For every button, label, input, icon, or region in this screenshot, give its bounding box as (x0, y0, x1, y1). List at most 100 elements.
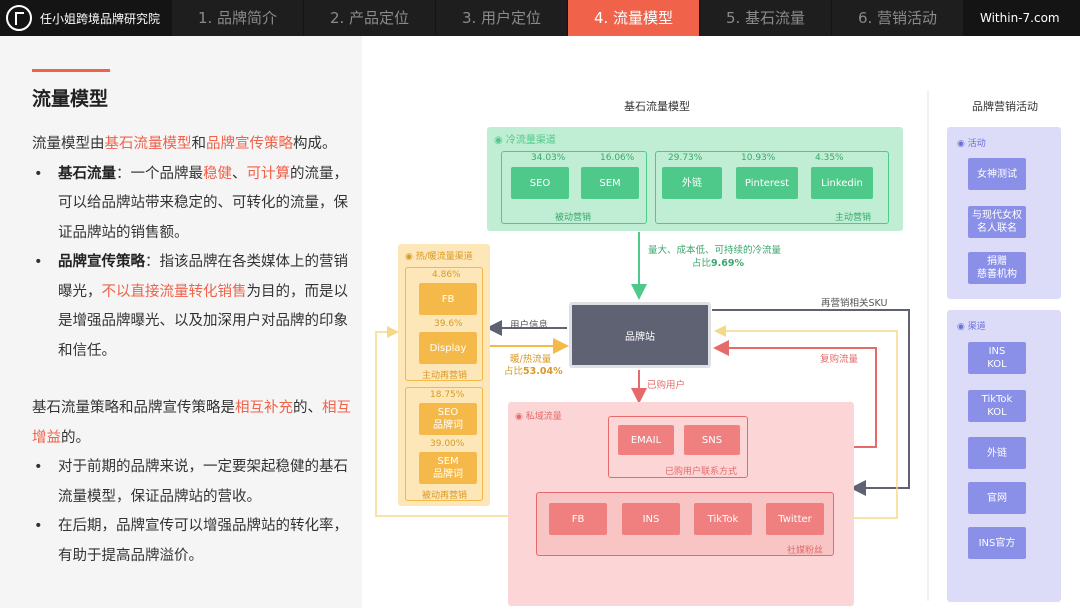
email-node: EMAIL (618, 425, 674, 455)
private-traffic-label: ◉ 私域流量 (515, 409, 562, 422)
target-icon: ◉ (515, 412, 526, 422)
bullet-early-stage: 对于前期的品牌来说，一定要架起稳健的基石流量模型，保证品牌站的营收。 (32, 453, 354, 512)
tab-product-positioning[interactable]: 2. 产品定位 (304, 0, 436, 36)
hot-traffic-label-text: 热/暖流量渠道 (415, 252, 473, 262)
sns-node: SNS (684, 425, 740, 455)
seo-brand-node: SEO 品牌词 (419, 403, 477, 435)
share-value: 53.04% (523, 366, 563, 377)
para-text: 的。 (61, 429, 90, 446)
intro-text-and: 和 (191, 136, 207, 152)
body-text: 流量模型由基石流量模型和品牌宣传策略构成。 基石流量：一个品牌最稳健、可计算的流… (32, 130, 354, 571)
sem-share: 16.06% (600, 153, 635, 163)
active-marketing-box (655, 151, 889, 224)
display-node: Display (419, 332, 477, 364)
bullet-text: 为目的，而是以是增强品牌曝光、以及加深用户对品牌的印象和信任。 (58, 283, 348, 359)
brand-marketing-title: 品牌营销活动 (972, 100, 1038, 113)
seo-brand-share: 18.75% (430, 390, 465, 400)
brand-name: 任小姐跨境品牌研究院 (40, 11, 161, 26)
tiktok-fan-node: TikTok (694, 503, 752, 535)
bullet-text: ：一个品牌最 (116, 165, 203, 182)
contact-box (608, 416, 748, 478)
passive-marketing-label: 被动营销 (555, 213, 592, 223)
fb-fan-node: FB (549, 503, 607, 535)
bullet-highlight: 不以直接流量转化销售 (101, 283, 247, 300)
activity-item-goddess-test: 女神测试 (968, 158, 1026, 190)
brand-area[interactable]: 任小姐跨境品牌研究院 (0, 0, 172, 36)
intro-highlight-base: 基石流量模型 (104, 136, 192, 152)
user-info-label: 用户信息 (510, 320, 549, 331)
bullet-base-traffic: 基石流量：一个品牌最稳健、可计算的流量，可以给品牌站带来稳定的、可转化的流量，保… (32, 160, 354, 249)
site-url[interactable]: Within-7.com (980, 11, 1060, 25)
activity-label-text: 活动 (967, 139, 986, 149)
diagram-connectors (375, 90, 929, 601)
channel-official-site: 官网 (968, 482, 1026, 514)
channel-label-text: 渠道 (967, 322, 986, 332)
tab-traffic-model[interactable]: 4. 流量模型 (568, 0, 700, 36)
bought-users-label: 已购用户 (647, 380, 686, 391)
channel-label: ◉ 渠道 (957, 319, 986, 332)
activity-label: ◉ 活动 (957, 136, 986, 149)
share-value: 9.69% (711, 258, 744, 269)
bullet-text: ：指该品牌在各类媒体上的营销曝光， (58, 254, 348, 300)
passive-remarketing-label: 被动再营销 (422, 491, 468, 501)
page-title: 流量模型 (32, 88, 109, 110)
warm-flow-share: 占比53.04% (504, 363, 563, 377)
remarketing-sku-label: 再营销相关SKU (821, 298, 888, 309)
top-nav-bar: 任小姐跨境品牌研究院 1. 品牌简介 2. 产品定位 3. 用户定位 4. 流量… (0, 0, 1080, 36)
share-prefix: 占比 (504, 366, 524, 377)
pinterest-node: Pinterest (736, 167, 798, 199)
active-remarketing-box (405, 267, 483, 381)
intro-paragraph: 流量模型由基石流量模型和品牌宣传策略构成。 (32, 130, 354, 160)
pinterest-share: 10.93% (741, 153, 776, 163)
tab-base-traffic[interactable]: 5. 基石流量 (700, 0, 832, 36)
external-link-share: 29.73% (668, 153, 703, 163)
cold-flow-share: 占比9.69% (692, 255, 744, 269)
sem-brand-share: 39.00% (430, 439, 465, 449)
traffic-model-diagram: 基石流量模型 品牌营销活动 ◉ 冷流量渠道 34.03% 16.06% SEO … (362, 36, 1080, 608)
target-icon: ◉ (957, 139, 968, 149)
section-tabs: 1. 品牌简介 2. 产品定位 3. 用户定位 4. 流量模型 5. 基石流量 … (172, 0, 964, 36)
intro-text-end: 构成。 (293, 136, 337, 152)
para-highlight: 相互增益 (32, 400, 351, 446)
spacer (32, 366, 354, 394)
channel-external-link: 外链 (968, 437, 1026, 469)
display-share: 39.6% (434, 319, 463, 329)
para-text: 基石流量策略和品牌宣传策略是 (32, 400, 235, 416)
channel-ins-kol: INS KOL (968, 342, 1026, 374)
ins-fan-node: INS (622, 503, 680, 535)
linkedin-node: Linkedin (811, 167, 873, 199)
para-highlight: 相互补充 (235, 400, 293, 416)
activity-item-charity: 捐赠 慈善机构 (968, 252, 1026, 284)
bullet-later-stage: 在后期，品牌宣传可以增强品牌站的转化率，有助于提高品牌溢价。 (32, 512, 354, 571)
text-panel: 流量模型 流量模型由基石流量模型和品牌宣传策略构成。 基石流量：一个品牌最稳健、… (0, 36, 362, 608)
active-marketing-label: 主动营销 (835, 213, 872, 223)
external-link-node: 外链 (662, 167, 722, 199)
bullet-label: 品牌宣传策略 (58, 254, 145, 270)
title-accent-bar (32, 69, 110, 72)
contact-label: 已购用户联系方式 (665, 467, 738, 477)
bullet-label: 基石流量 (58, 165, 116, 182)
tab-brand-intro[interactable]: 1. 品牌简介 (172, 0, 304, 36)
passive-remarketing-box (405, 387, 483, 501)
target-icon: ◉ (957, 322, 968, 332)
remarketing-sku-arrow (712, 309, 910, 496)
fb-share: 4.86% (432, 270, 461, 280)
warm-flow-label: 暖/热流量 (510, 354, 552, 365)
cold-traffic-label: ◉ 冷流量渠道 (494, 131, 556, 146)
bullet-text: 、 (232, 165, 247, 182)
social-to-center-arrow (714, 325, 898, 519)
bullet-text: 的流量，可以给品牌站带来稳定的、可转化的流量，保证品牌站的销售额。 (58, 165, 348, 241)
channel-tiktok-kol: TikTok KOL (968, 390, 1026, 422)
tab-user-positioning[interactable]: 3. 用户定位 (436, 0, 568, 36)
sem-node: SEM (581, 167, 639, 199)
bullet-highlight: 可计算 (246, 165, 291, 182)
hot-traffic-label: ◉ 热/暖流量渠道 (405, 249, 473, 262)
share-prefix: 占比 (692, 258, 712, 269)
tab-marketing-activities[interactable]: 6. 营销活动 (832, 0, 964, 36)
seo-share: 34.03% (531, 153, 566, 163)
passive-marketing-box (501, 151, 647, 224)
intro-text: 流量模型由 (32, 136, 105, 152)
linkedin-share: 4.35% (815, 153, 844, 163)
diagram-title: 基石流量模型 (624, 100, 690, 113)
return-traffic-label: 复购流量 (820, 354, 859, 365)
